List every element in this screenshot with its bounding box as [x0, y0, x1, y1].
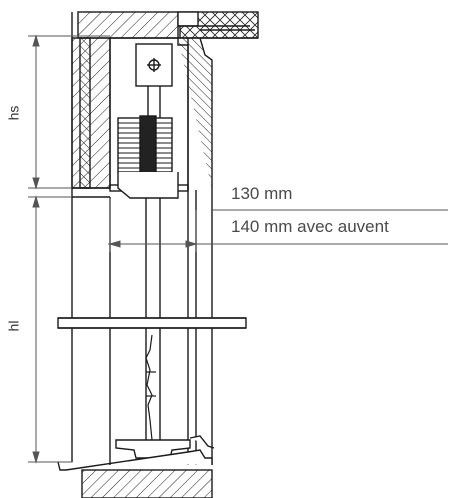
dimension-lines — [28, 34, 448, 464]
wall-lintel — [71, 11, 259, 189]
bottom-bar-and-sill — [57, 435, 215, 498]
dimension-label-standard-depth: 130 mm — [231, 184, 293, 203]
break-line — [57, 317, 247, 329]
dimension-label-hs: hs — [5, 105, 22, 121]
dimension-label-awning-depth: 140 mm avec auvent — [231, 217, 389, 236]
slat-curtain — [145, 334, 156, 441]
axle-assembly — [117, 43, 179, 440]
shutter-box — [109, 37, 213, 192]
dimension-label-hl: hl — [5, 320, 22, 332]
